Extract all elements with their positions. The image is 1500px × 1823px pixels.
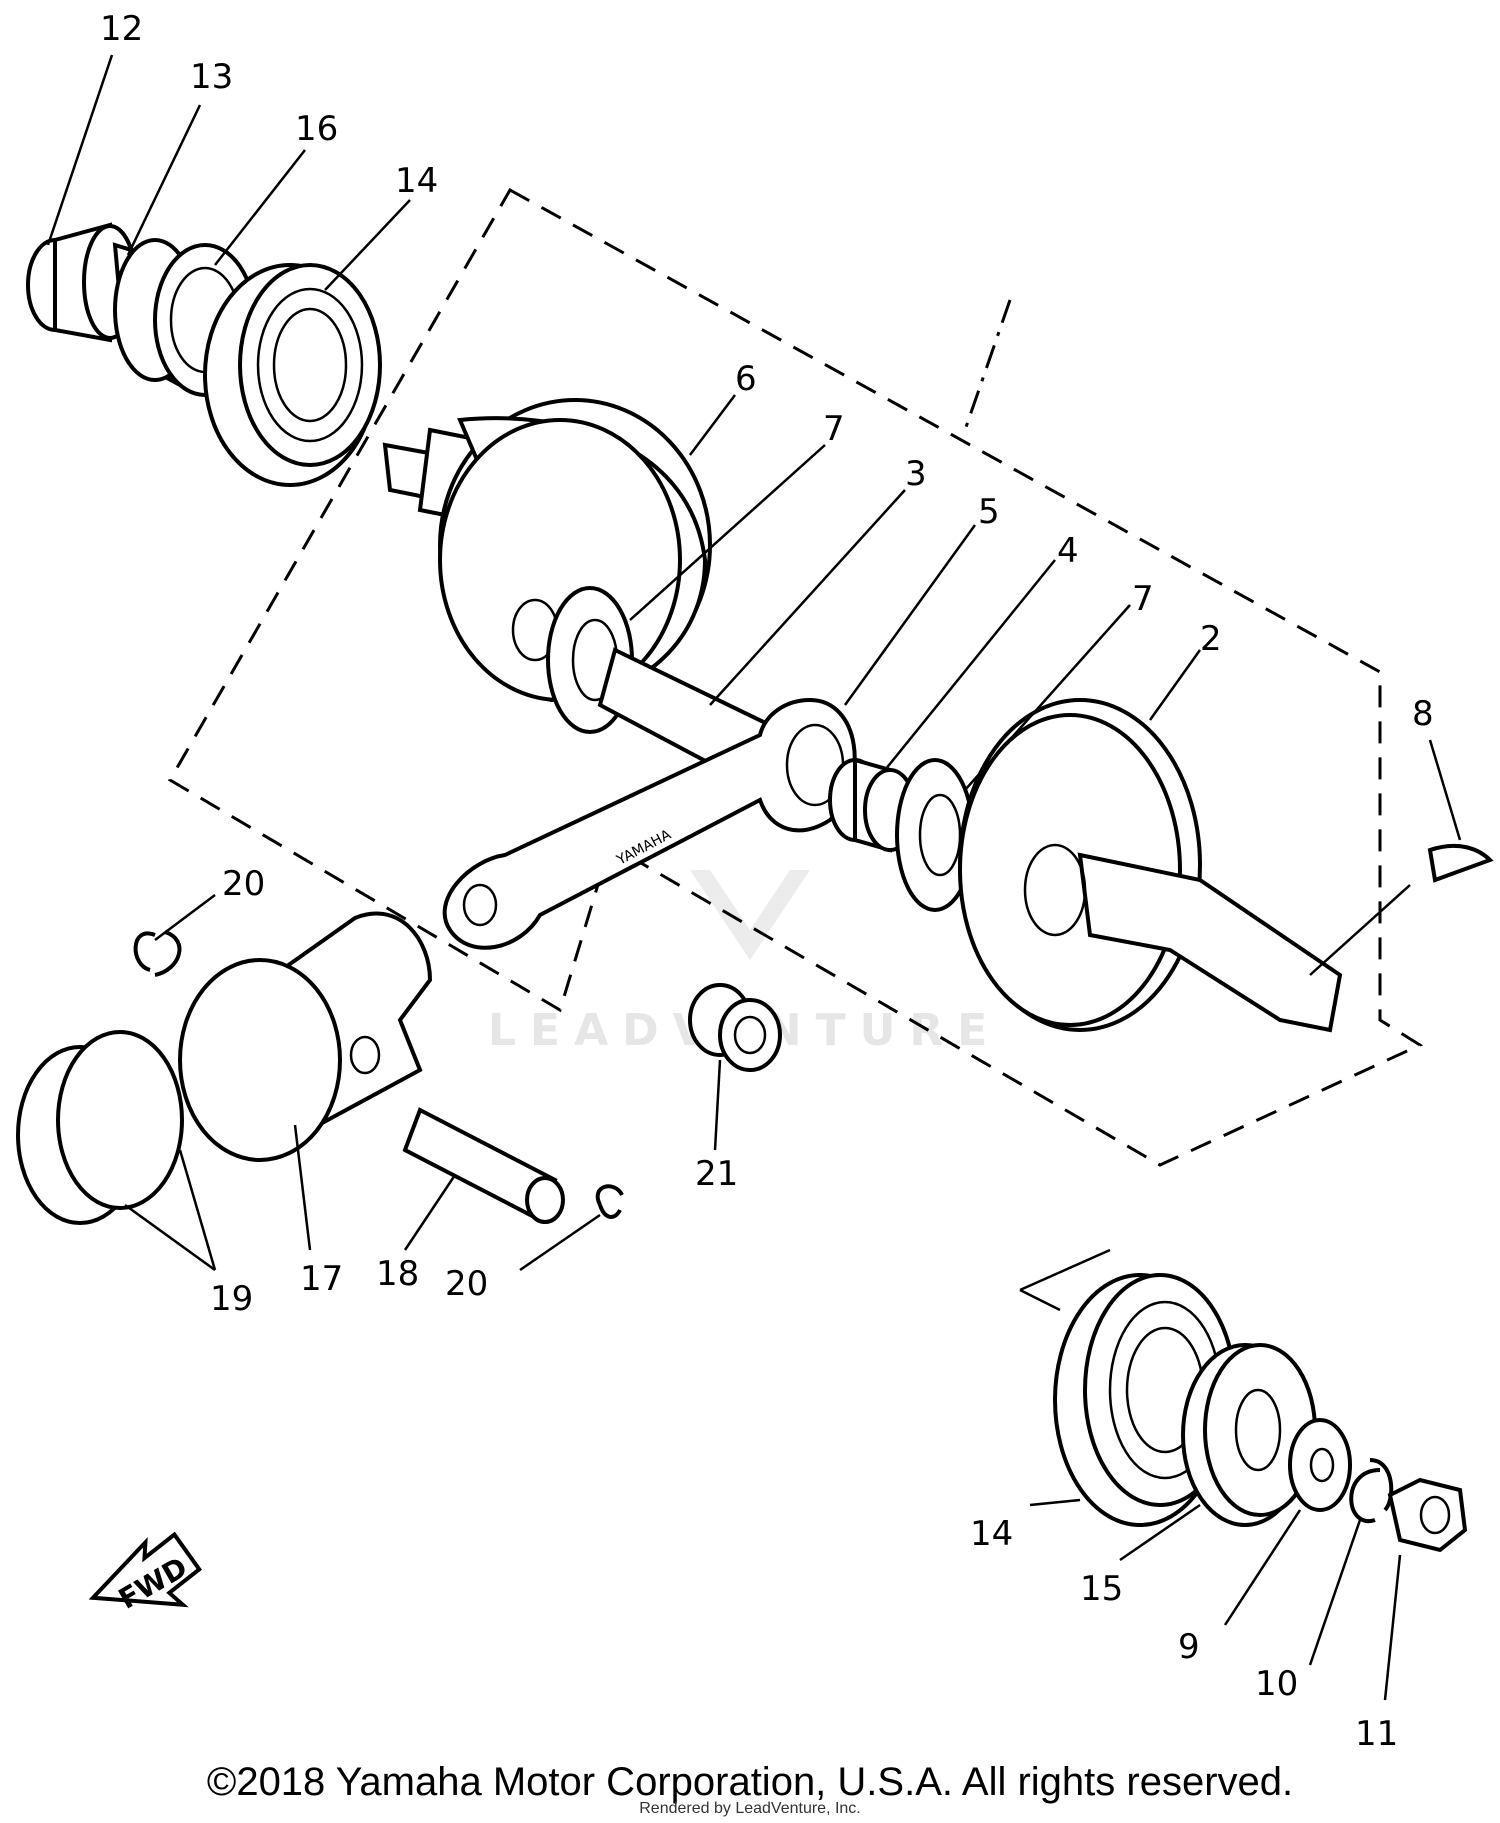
part-2-crank-web-right xyxy=(958,698,1343,1033)
callout-3: 3 xyxy=(905,454,927,494)
part-10-lock-washer xyxy=(1349,1458,1394,1524)
callout-labels: 12 13 16 14 6 7 3 5 4 7 2 8 20 21 17 18 … xyxy=(100,9,1434,1754)
callout-16: 16 xyxy=(295,109,338,149)
callout-11: 11 xyxy=(1355,1714,1398,1754)
callout-14: 14 xyxy=(395,161,438,201)
callout-13: 13 xyxy=(190,57,233,97)
lower-bearing-boundary xyxy=(1019,1248,1111,1312)
rendered-by-credit: Rendered by LeadVenture, Inc. xyxy=(639,1800,861,1817)
leader-lines xyxy=(46,54,1462,1701)
callout-5: 5 xyxy=(978,492,1000,532)
part-7-thrust-washer-right xyxy=(895,758,975,912)
callout-6: 6 xyxy=(735,359,757,399)
assembly-leader-line xyxy=(963,299,1012,431)
part-18-piston-pin xyxy=(402,1107,565,1224)
part-8-key xyxy=(1427,843,1494,883)
part-17-piston xyxy=(178,911,433,1162)
callout-15: 15 xyxy=(1080,1569,1123,1609)
callout-8: 8 xyxy=(1412,694,1434,734)
copyright-notice: ©2018 Yamaha Motor Corporation, U.S.A. A… xyxy=(206,1760,1294,1804)
part-11-nut xyxy=(1387,1477,1468,1553)
part-20-clip-upper xyxy=(133,930,182,977)
callout-19: 19 xyxy=(210,1279,253,1319)
assembly-boundary xyxy=(167,187,1424,1167)
part-20-clip-lower xyxy=(595,1184,624,1219)
callout-2: 2 xyxy=(1200,619,1222,659)
part-9-washer xyxy=(1288,1418,1352,1512)
callout-7: 7 xyxy=(823,409,845,449)
part-15-oil-seal xyxy=(1181,1343,1317,1527)
callout-12: 12 xyxy=(100,9,143,49)
callout-14-lower: 14 xyxy=(970,1514,1013,1554)
part-21-small-end-bearing xyxy=(688,983,782,1072)
callout-9: 9 xyxy=(1178,1627,1200,1667)
callout-21: 21 xyxy=(695,1154,738,1194)
fwd-arrow-icon: FWD xyxy=(88,1531,202,1616)
callout-18: 18 xyxy=(376,1254,419,1294)
callout-4: 4 xyxy=(1057,531,1079,571)
callout-10: 10 xyxy=(1255,1664,1298,1704)
part-19-piston-rings xyxy=(16,1030,184,1225)
part-5-connecting-rod: YAMAHA xyxy=(442,697,857,950)
callout-20-lower: 20 xyxy=(445,1264,488,1304)
part-14-upper-bearing xyxy=(203,263,382,487)
callout-17: 17 xyxy=(300,1259,343,1299)
callout-7b: 7 xyxy=(1132,579,1154,619)
callout-20-upper: 20 xyxy=(222,864,265,904)
